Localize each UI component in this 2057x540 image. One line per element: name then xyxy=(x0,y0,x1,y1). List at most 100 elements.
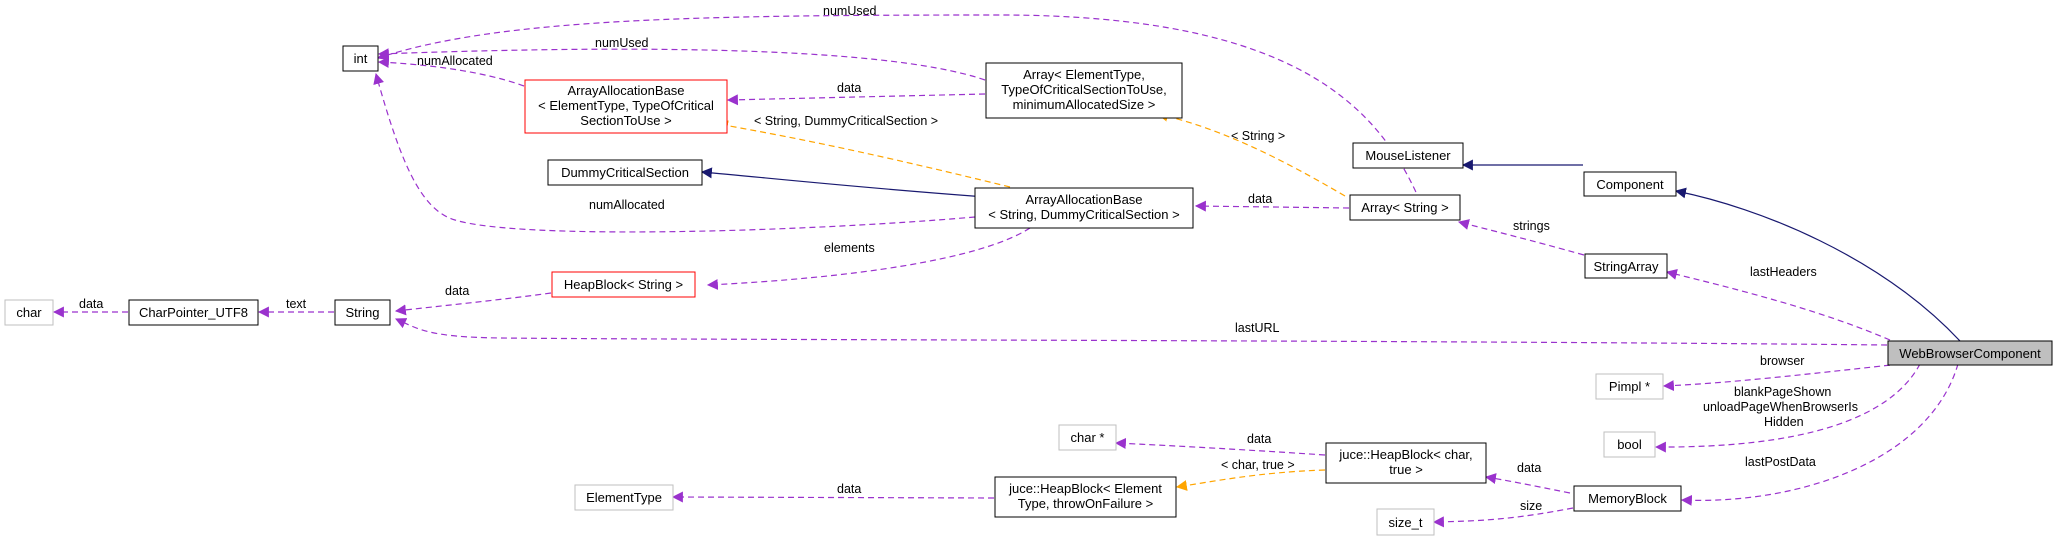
node-label-line: Array< ElementType, xyxy=(1023,67,1145,82)
edges xyxy=(52,14,1961,528)
node-array-generic[interactable]: Array< ElementType, TypeOfCriticalSectio… xyxy=(985,62,1183,119)
edge-label: numUsed xyxy=(823,4,877,18)
node-array-string[interactable]: Array< String > xyxy=(1349,194,1461,221)
node-label-line: String xyxy=(346,305,380,320)
edge-label: lastHeaders xyxy=(1750,265,1817,279)
edge-label: data xyxy=(445,284,469,298)
edge-label: data xyxy=(1517,461,1541,475)
node-mouse-listener[interactable]: MouseListener xyxy=(1352,142,1464,169)
edge-label: strings xyxy=(1513,219,1550,233)
node-pimpl[interactable]: Pimpl * xyxy=(1595,373,1664,400)
edge-label: < String, DummyCriticalSection > xyxy=(754,114,938,128)
edge-label: data xyxy=(837,81,861,95)
node-string-array[interactable]: StringArray xyxy=(1584,253,1668,279)
node-label-line: MouseListener xyxy=(1365,148,1451,163)
node-label-line: bool xyxy=(1617,437,1642,452)
edge-num-used-top xyxy=(376,14,1421,202)
node-label-line: Array< String > xyxy=(1361,200,1448,215)
node-label-line: char xyxy=(16,305,42,320)
edge-label: unloadPageWhenBrowserIs xyxy=(1703,400,1858,414)
nodes: int ArrayAllocationBase < ElementType, T… xyxy=(4,45,2053,536)
node-char[interactable]: char xyxy=(4,299,54,326)
edge-juce-heap-block-char-to-element xyxy=(1175,469,1326,491)
edge-web-browser-component-to-component xyxy=(1674,187,1961,342)
edge-label: numUsed xyxy=(595,36,649,50)
edge-data-array-string xyxy=(1194,200,1350,212)
node-bool[interactable]: bool xyxy=(1603,431,1656,458)
node-element-type[interactable]: ElementType xyxy=(574,484,674,511)
edge-label: data xyxy=(1248,192,1272,206)
edge-num-allocated-top xyxy=(377,56,525,87)
node-label-line: ElementType xyxy=(586,490,662,505)
node-label-line: juce::HeapBlock< char, xyxy=(1338,447,1472,462)
node-size-t[interactable]: size_t xyxy=(1376,508,1435,536)
edge-num-used-second xyxy=(377,48,986,81)
node-juce-heap-block-element[interactable]: juce::HeapBlock< Element Type, throwOnFa… xyxy=(994,476,1177,518)
node-heap-block-string[interactable]: HeapBlock< String > xyxy=(551,271,696,298)
node-label-line: size_t xyxy=(1389,515,1423,530)
node-label-line: ArrayAllocationBase xyxy=(567,83,684,98)
edge-last-headers xyxy=(1665,269,1891,341)
edge-array-alloc-base-string-to-generic xyxy=(716,120,1011,188)
edge-label: < String > xyxy=(1231,129,1285,143)
node-label-line: char * xyxy=(1071,430,1105,445)
node-label-line: < ElementType, TypeOfCritical xyxy=(538,98,714,113)
node-label-line: true > xyxy=(1389,462,1423,477)
edge-array-alloc-base-string-to-dummy-cs xyxy=(700,167,1001,199)
node-char-pointer-utf8[interactable]: CharPointer_UTF8 xyxy=(128,299,259,326)
edge-data-element-type xyxy=(671,491,995,503)
edge-array-string-to-generic xyxy=(1156,110,1346,197)
edge-label: elements xyxy=(824,241,875,255)
edge-last-post-data xyxy=(1680,363,1959,506)
node-dummy-critical-section[interactable]: DummyCriticalSection xyxy=(547,159,703,186)
edge-label: Hidden xyxy=(1764,415,1804,429)
edge-data-memory-block xyxy=(1484,473,1571,494)
edge-data-heap-block xyxy=(394,292,552,316)
node-label-line: minimumAllocatedSize > xyxy=(1013,97,1156,112)
node-memory-block[interactable]: MemoryBlock xyxy=(1573,485,1682,512)
edge-data-char-ptr xyxy=(1114,437,1326,456)
node-label-line: SectionToUse > xyxy=(580,113,671,128)
node-label-line: ArrayAllocationBase xyxy=(1025,192,1142,207)
node-char-ptr[interactable]: char * xyxy=(1058,424,1117,451)
edge-label: numAllocated xyxy=(417,54,493,68)
edge-bool xyxy=(1654,363,1921,453)
edge-data-generic xyxy=(726,93,986,106)
node-label-line: < String, DummyCriticalSection > xyxy=(988,207,1179,222)
node-array-allocation-base-generic[interactable]: ArrayAllocationBase < ElementType, TypeO… xyxy=(524,79,728,134)
node-label-line: HeapBlock< String > xyxy=(564,277,683,292)
edge-browser xyxy=(1662,363,1901,392)
node-label-line: int xyxy=(354,51,368,66)
node-label-line: Component xyxy=(1596,177,1664,192)
node-web-browser-component[interactable]: WebBrowserComponent xyxy=(1887,340,2053,366)
node-label-line: MemoryBlock xyxy=(1588,491,1667,506)
node-label-line: Type, throwOnFailure > xyxy=(1018,496,1153,511)
edge-label: numAllocated xyxy=(589,198,665,212)
edge-label: size xyxy=(1520,499,1542,513)
edge-size xyxy=(1432,507,1574,528)
edge-label: blankPageShown xyxy=(1734,385,1831,399)
node-label-line: Pimpl * xyxy=(1609,379,1650,394)
node-int[interactable]: int xyxy=(342,45,379,72)
node-array-allocation-base-string[interactable]: ArrayAllocationBase < String, DummyCriti… xyxy=(974,187,1194,229)
edge-last-url xyxy=(395,318,1888,346)
node-label-line: CharPointer_UTF8 xyxy=(139,305,248,320)
edge-label: text xyxy=(286,297,307,311)
node-label-line: TypeOfCriticalSectionToUse, xyxy=(1001,82,1166,97)
node-label-line: StringArray xyxy=(1593,259,1659,274)
edge-elements xyxy=(706,227,1031,291)
node-label-line: WebBrowserComponent xyxy=(1899,346,2041,361)
edge-label: lastURL xyxy=(1235,321,1280,335)
edge-labels: numUsed numUsed numAllocated data < Stri… xyxy=(79,4,1858,513)
edge-strings xyxy=(1457,219,1585,256)
edge-label: < char, true > xyxy=(1221,458,1295,472)
node-label-line: DummyCriticalSection xyxy=(561,165,689,180)
edge-label: data xyxy=(79,297,103,311)
node-label-line: juce::HeapBlock< Element xyxy=(1008,481,1162,496)
node-juce-heap-block-char[interactable]: juce::HeapBlock< char, true > xyxy=(1325,442,1487,484)
node-string[interactable]: String xyxy=(334,299,391,326)
node-component[interactable]: Component xyxy=(1583,171,1677,197)
edge-label: lastPostData xyxy=(1745,455,1816,469)
edge-label: browser xyxy=(1760,354,1804,368)
